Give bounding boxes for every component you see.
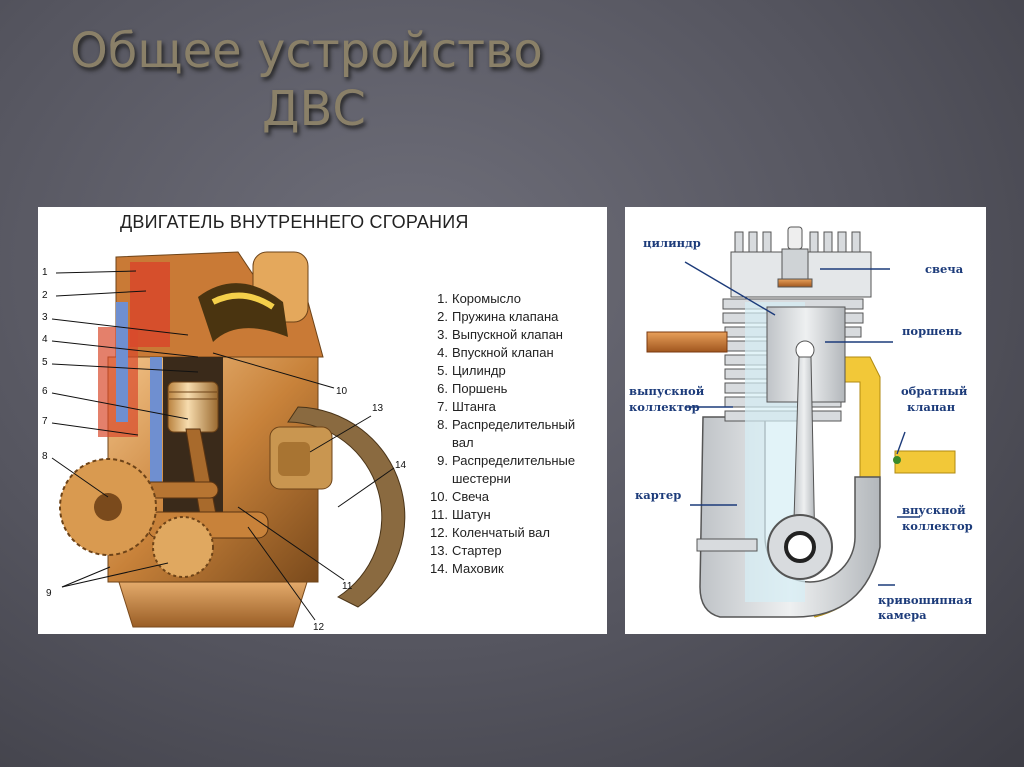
callout-5: 5 — [42, 357, 48, 368]
engine-diagram-heading: ДВИГАТЕЛЬ ВНУТРЕННЕГО СГОРАНИЯ — [120, 212, 469, 232]
label-cylinder: цилиндр — [643, 236, 701, 250]
legend-item-9: 9.Распределительные — [437, 453, 576, 468]
legend-item-8: 8.Распределительный — [437, 417, 576, 432]
two-stroke-engine-illustration: цилиндр свеча поршень выпускной коллекто… — [629, 226, 973, 622]
callout-2: 2 — [42, 290, 48, 301]
callout-4: 4 — [42, 334, 48, 345]
slide-title-line2: ДВС — [262, 81, 366, 137]
label-check-valve-line2: клапан — [907, 400, 956, 414]
legend-item-5: 5.Цилиндр — [437, 363, 506, 378]
legend-item-4: 4.Впускной клапан — [437, 345, 554, 360]
callout-10: 10 — [336, 386, 348, 397]
legend-item-1: 1.Коромысло — [437, 291, 522, 306]
callout-1: 1 — [42, 267, 48, 278]
legend-item-11: 11.Шатун — [430, 507, 491, 522]
label-check-valve-line1: обратный — [901, 384, 968, 398]
legend-item-10: 10.Свеча — [430, 489, 489, 504]
callout-8: 8 — [42, 451, 48, 462]
callout-11: 11 — [342, 581, 353, 592]
engine-cutaway-illustration — [51, 251, 406, 628]
callout-9: 9 — [46, 588, 52, 599]
legend-item-6: 6.Поршень — [437, 381, 508, 396]
slide-title: Общее устройство ДВС — [70, 22, 590, 138]
callout-6: 6 — [42, 386, 48, 397]
legend-item-3: 3.Выпускной клапан — [437, 327, 563, 342]
engine-diagram-panel: ДВИГАТЕЛЬ ВНУТРЕННЕГО СГОРАНИЯ — [38, 207, 607, 634]
slide-title-line1: Общее устройство — [70, 23, 543, 79]
legend-item-7: 7.Штанга — [437, 399, 496, 414]
label-exhaust-line1: выпускной — [629, 384, 705, 398]
label-intake-line1: впускной — [902, 503, 966, 517]
legend-item-8-cont: вал — [452, 435, 474, 450]
callout-14: 14 — [395, 460, 407, 471]
callout-12: 12 — [313, 622, 325, 633]
two-stroke-diagram-panel: цилиндр свеча поршень выпускной коллекто… — [625, 207, 986, 634]
label-crankcase: картер — [635, 488, 681, 502]
callout-7: 7 — [42, 416, 48, 427]
label-intake-line2: коллектор — [902, 519, 973, 533]
engine-parts-legend: 1.Коромысло 2.Пружина клапана 3.Выпускно… — [430, 290, 575, 578]
legend-item-13: 13.Стартер — [430, 543, 502, 558]
label-crank-chamber-line2: камера — [878, 608, 927, 622]
label-crank-chamber-line1: кривошипная — [878, 593, 973, 607]
legend-item-2: 2.Пружина клапана — [437, 309, 559, 324]
label-exhaust-line2: коллектор — [629, 400, 700, 414]
legend-item-9-cont: шестерни — [452, 471, 511, 486]
legend-item-14: 14.Маховик — [430, 561, 504, 576]
callout-3: 3 — [42, 312, 48, 323]
callout-13: 13 — [372, 403, 384, 414]
label-spark-plug: свеча — [925, 262, 964, 276]
label-piston: поршень — [902, 324, 962, 338]
legend-item-12: 12.Коленчатый вал — [430, 525, 550, 540]
